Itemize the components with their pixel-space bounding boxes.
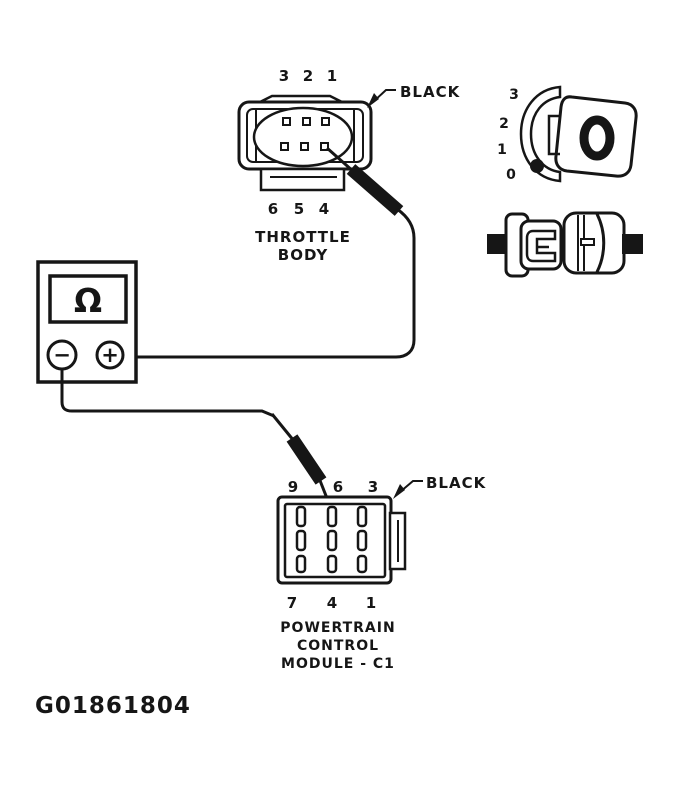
pcm-bottom-pin-label-1: 1 xyxy=(366,594,376,612)
ohm-symbol: Ω xyxy=(74,281,102,320)
pcm-bottom-pin-label-7: 7 xyxy=(287,594,297,612)
throttle-black-arrowhead xyxy=(367,93,379,108)
positive-terminal xyxy=(95,340,125,370)
male-terminal-divider xyxy=(595,213,606,273)
throttle-pin-5 xyxy=(300,142,309,151)
male-terminal-slot xyxy=(580,238,595,246)
throttle-pin-6 xyxy=(280,142,289,151)
pcm-top-pin-label-3: 3 xyxy=(368,478,378,496)
female-terminal-fork xyxy=(525,229,557,263)
pcm-top-pin-label-9: 9 xyxy=(288,478,298,496)
end-view-scale-label-1: 1 xyxy=(497,142,507,158)
terminal-pair-side-view xyxy=(487,211,643,278)
negative-terminal-label: − xyxy=(53,343,71,367)
negative-lead-wire xyxy=(60,369,275,418)
pcm-slot-r3c2 xyxy=(326,554,338,574)
pcm-slot-r1c1 xyxy=(295,505,307,528)
throttle-pin-1 xyxy=(321,117,330,126)
pcm-caption-line2: CONTROL xyxy=(297,638,379,654)
terminal-right-wire-stub xyxy=(622,234,643,254)
end-view-seal-ring xyxy=(519,85,562,183)
throttle-pin-2 xyxy=(302,117,311,126)
pcm-slot-r2c3 xyxy=(356,529,368,552)
end-view-scale-label-3: 3 xyxy=(509,87,519,103)
connector-end-view: 3 2 1 0 xyxy=(497,85,638,183)
end-view-scale-label-2: 2 xyxy=(499,116,509,132)
terminal-left-wire-stub xyxy=(487,234,508,254)
throttle-pin-3 xyxy=(282,117,291,126)
pcm-slot-r1c3 xyxy=(356,505,368,528)
throttle-bottom-pin-label-5: 5 xyxy=(294,200,304,218)
end-view-index-dot xyxy=(530,159,544,173)
pcm-slot-r3c3 xyxy=(356,554,368,574)
positive-test-lead xyxy=(123,146,416,359)
throttle-top-pin-label-3: 3 xyxy=(279,67,289,85)
pcm-black-arrowhead xyxy=(393,484,405,499)
pcm-wire-color-label: BLACK xyxy=(426,474,487,492)
pcm-slot-r2c1 xyxy=(295,529,307,552)
throttle-bottom-pin-label-6: 6 xyxy=(268,200,278,218)
throttle-pin-4 xyxy=(320,142,329,151)
figure-id: G01861804 xyxy=(35,693,191,719)
end-view-key-notch xyxy=(547,114,560,156)
ohmmeter: Ω − + xyxy=(36,260,138,384)
pcm-top-pin-label-6: 6 xyxy=(333,478,343,496)
throttle-top-pin-label-2: 2 xyxy=(303,67,313,85)
throttle-top-pin-label-1: 1 xyxy=(327,67,337,85)
pcm-caption-line3: MODULE - C1 xyxy=(281,656,395,672)
throttle-wire-color-label: BLACK xyxy=(400,83,461,101)
end-view-face-plate xyxy=(554,95,638,178)
positive-terminal-label: + xyxy=(101,343,119,367)
end-view-cavity-0 xyxy=(579,115,615,161)
throttle-body-connector: 3 2 1 6 5 4 BLACK THROTTLE BODY xyxy=(237,67,461,264)
pcm-bottom-pin-label-4: 4 xyxy=(327,594,337,612)
probe-handle-pcm xyxy=(286,434,327,485)
ohmmeter-display xyxy=(48,274,128,324)
probe-tip-throttle xyxy=(326,146,355,174)
positive-lead-wire xyxy=(123,207,416,359)
throttle-body-caption-line2: BODY xyxy=(278,246,329,264)
pcm-caption-line1: POWERTRAIN xyxy=(280,620,395,636)
pcm-slot-r1c2 xyxy=(326,505,338,528)
throttle-body-caption-line1: THROTTLE xyxy=(255,228,351,246)
throttle-connector-lower-step xyxy=(259,167,346,192)
pcm-slot-r2c2 xyxy=(326,529,338,552)
probe-cord-pcm xyxy=(270,413,296,442)
throttle-bottom-pin-label-4: 4 xyxy=(319,200,329,218)
pcm-black-leader-line xyxy=(399,480,423,493)
pcm-slot-r3c1 xyxy=(295,554,307,574)
pcm-connector: 9 6 3 7 4 1 BLACK POWERTRAIN CONTROL MOD… xyxy=(276,474,487,672)
end-view-scale-label-0: 0 xyxy=(506,167,516,183)
probe-handle-throttle xyxy=(346,164,404,216)
